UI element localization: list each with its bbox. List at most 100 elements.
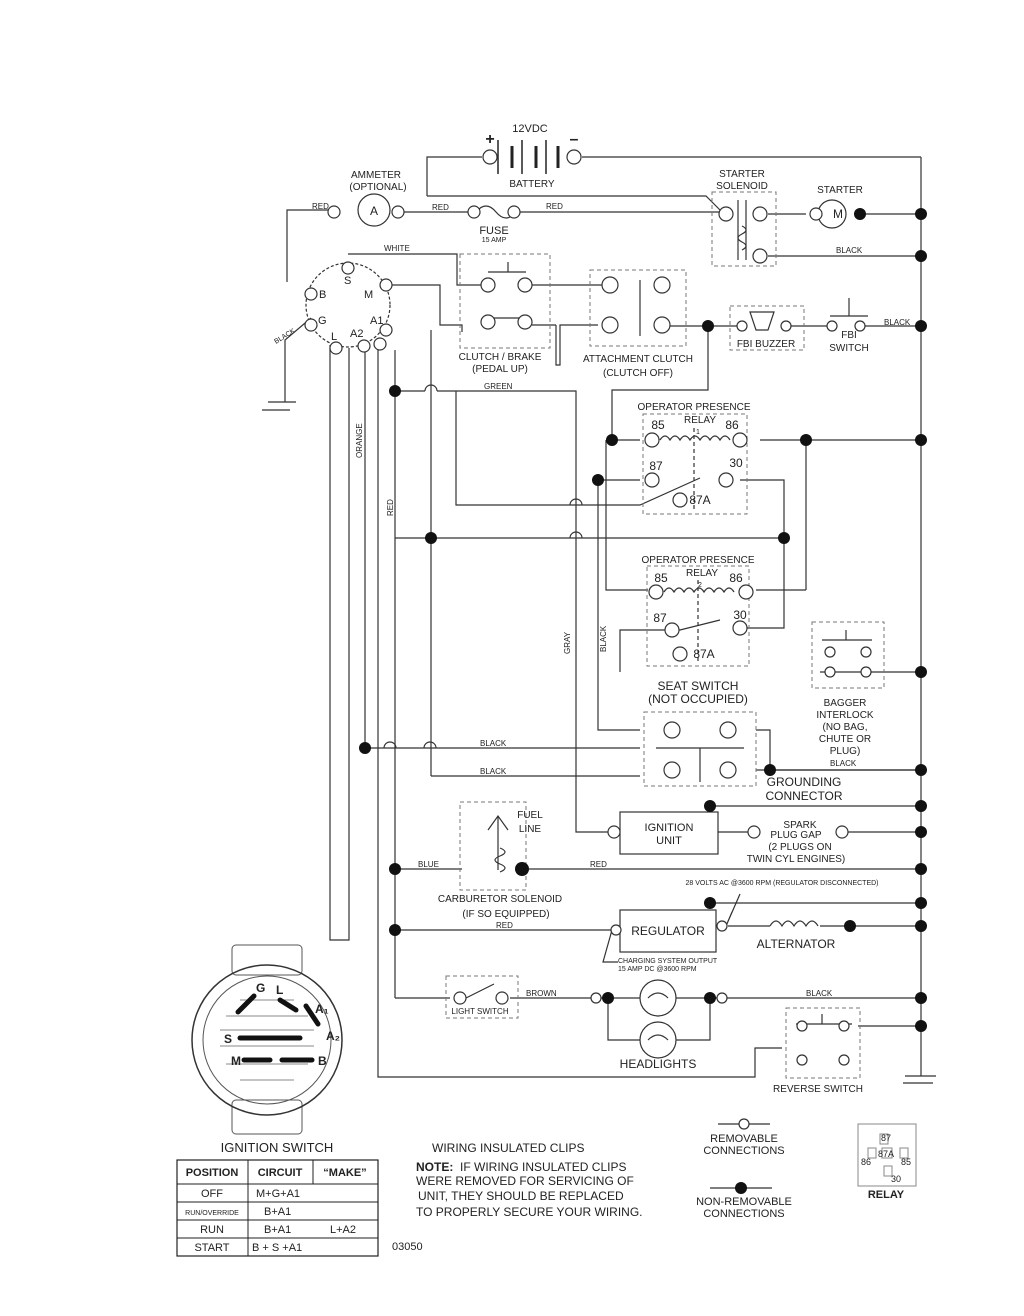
wire-green: GREEN [484,382,513,391]
clips-note-line4: TO PROPERLY SECURE YOUR WIRING. [416,1205,643,1219]
wire-gray: GRAY [563,631,572,654]
bagger-label-5: PLUG) [830,746,861,757]
legend-nonremovable-2: CONNECTIONS [703,1208,784,1220]
table-row-position: START [194,1242,229,1254]
wire-black-seat-1: BLACK [480,739,507,748]
reverse-switch-label: REVERSE SWITCH [773,1084,863,1095]
fuel-line-label-1: FUEL [517,810,543,821]
fbi-buzzer-symbol [749,311,775,331]
bagger-label-4: CHUTE OR [819,734,871,745]
relay1-label-2: RELAY [684,415,716,426]
switch-face-l: L [276,983,283,997]
wire-white: WHITE [384,244,410,253]
starter-solenoid-label-1: STARTER [719,169,765,180]
table-row-circuit: M+G+A1 [256,1188,300,1200]
removable-connections [304,149,872,1066]
wire-blue: BLUE [418,860,439,869]
carb-solenoid-label-2: (IF SO EQUIPPED) [462,909,549,920]
fuel-line-label-2: LINE [519,824,542,835]
ignition-switch-face: G L A₁ A₂ S M B [191,944,343,1135]
carb-solenoid-label-1: CARBURETOR SOLENOID [438,894,562,905]
regulator-note: 28 VOLTS AC @3600 RPM (REGULATOR DISCONN… [685,880,878,887]
relay2-label-3: 2 [698,582,702,589]
relay-legend-30: 30 [891,1174,901,1184]
starter-label: STARTER [817,185,863,196]
bagger-label-2: INTERLOCK [816,710,874,721]
legend-removable-2: CONNECTIONS [703,1145,784,1157]
attachment-clutch-label-2: (CLUTCH OFF) [603,368,673,379]
switch-face-b: B [318,1054,327,1068]
clips-note-line2: WERE REMOVED FOR SERVICING OF [416,1174,634,1188]
relay1-label-3: 1 [696,429,700,436]
spark-plug-label-1: SPARK [783,820,816,831]
component-boxes [445,191,885,1079]
non-removable-connections [359,208,927,1032]
wires [262,156,936,1084]
table-row-circuit: B+A1 [264,1206,291,1218]
relay2-pin-87a: 87A [693,647,714,661]
clips-note-title: WIRING INSULATED CLIPS [432,1141,584,1155]
fuse-label: FUSE [479,225,508,237]
labels: 12VDC + – BATTERY AMMETER (OPTIONAL) A F… [273,123,911,1095]
wire-black-bagger: BLACK [830,759,857,768]
wire-red-1: RED [312,202,329,211]
spark-plug-label-3: (2 PLUGS ON [768,842,831,853]
relay2-label-1: OPERATOR PRESENCE [642,555,755,566]
relay2-coil [663,587,735,594]
starter-solenoid-label-2: SOLENOID [716,181,768,192]
relay-legend: 87 87A 86 85 30 RELAY [857,1123,917,1201]
battery-symbol [497,140,560,174]
alternator-coil [769,920,819,928]
wire-black-starter: BLACK [836,246,863,255]
ignition-table-title: IGNITION SWITCH [221,1140,334,1155]
charging-label-2: 15 AMP DC @3600 RPM [618,966,697,973]
relay-legend-86: 86 [861,1157,871,1167]
relay2-pin-87: 87 [653,611,667,625]
battery-voltage: 12VDC [512,123,548,135]
terminal-g: G [318,315,327,327]
wire-red-carb: RED [590,860,607,869]
clips-note-line1: IF WIRING INSULATED CLIPS [460,1160,626,1174]
relay1-pin-87: 87 [649,459,663,473]
clutch-brake-label-1: CLUTCH / BRAKE [459,352,542,363]
legend-removable-1: REMOVABLE [710,1133,778,1145]
regulator-label: REGULATOR [631,924,705,938]
grounding-label-1: GROUNDING [767,775,842,789]
attachment-clutch-label-1: ATTACHMENT CLUTCH [583,354,693,365]
wire-black-fbi: BLACK [884,318,911,327]
switch-face-s: S [224,1032,232,1046]
terminal-a1: A1 [370,315,383,327]
light-switch-label: LIGHT SWITCH [451,1007,508,1016]
starter-symbol: M [833,207,843,221]
ignition-unit-label-1: IGNITION [645,822,694,834]
relay1-label-1: OPERATOR PRESENCE [638,402,751,413]
fbi-switch-label-2: SWITCH [829,343,868,354]
switch-face-a1: A₁ [315,1002,329,1016]
table-row-position: RUN [200,1224,224,1236]
terminal-a2: A2 [350,328,363,340]
bagger-label-1: BAGGER [824,698,867,709]
switch-face-m: M [231,1054,241,1068]
spark-plug-label-2: PLUG GAP [770,830,821,841]
light-switch-blade [465,983,495,999]
switch-face-g: G [256,981,265,995]
ignition-unit-box [619,811,719,855]
ammeter-note: (OPTIONAL) [349,182,406,193]
seat-switch-label-2: (NOT OCCUPIED) [648,692,748,706]
part-number: 03050 [392,1241,423,1253]
table-header-circuit: CIRCUIT [258,1167,303,1179]
relay2-pin-86: 86 [729,571,743,585]
regulator-box [619,909,717,953]
bagger-interlock-contacts [822,630,872,641]
relay1-pin-86: 86 [725,418,739,432]
relay1-pin-30: 30 [729,456,743,470]
alternator-label: ALTERNATOR [757,937,836,951]
headlights-label: HEADLIGHTS [620,1057,697,1071]
legend-nonremovable-1: NON-REMOVABLE [696,1196,792,1208]
battery-minus: – [570,131,579,148]
relay-legend-87a: 87A [878,1149,894,1159]
charging-label-1: CHARGING SYSTEM OUTPUT [618,958,718,965]
wire-red-vert: RED [386,499,395,516]
terminal-b: B [319,289,326,301]
table-row-circuit: B+A1 [264,1224,291,1236]
